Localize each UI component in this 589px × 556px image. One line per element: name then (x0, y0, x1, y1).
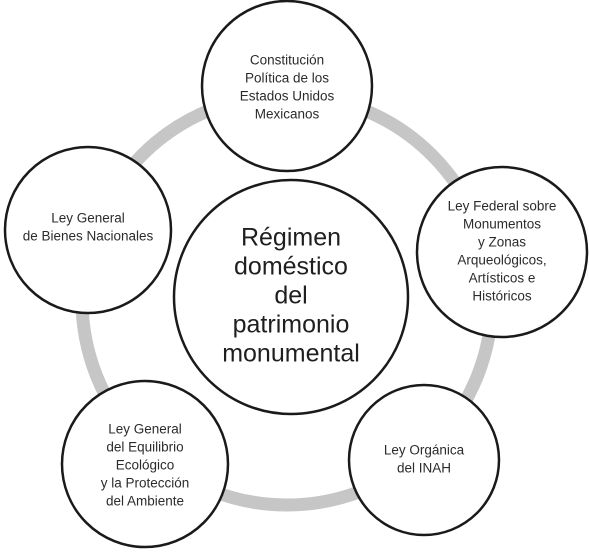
node-label-ley-federal-monumentos-line: Monumentos (463, 217, 541, 232)
node-label-ley-federal-monumentos-line: Históricos (472, 289, 532, 304)
node-label-ley-organica-inah-line: Ley Orgánica (384, 443, 465, 458)
node-label-ley-federal-monumentos-line: Arqueológicos, (457, 253, 546, 268)
center-label-line: monumental (222, 340, 360, 368)
node-label-ley-bienes-nacionales-line: Ley General (51, 211, 125, 226)
node-label-ley-federal-monumentos-line: Ley Federal sobre (448, 199, 557, 214)
center-label-line: Régimen (241, 224, 341, 252)
node-circle-constitucion (200, 0, 374, 173)
node-circle-ley-organica-inah (347, 383, 501, 537)
node-label-ley-organica-inah-line: del INAH (397, 461, 451, 476)
node-circle-ley-federal-monumentos (415, 165, 589, 339)
node-label-ley-bienes-nacionales-line: de Bienes Nacionales (23, 229, 154, 244)
node-label-ley-organica-inah: Ley Orgánica del INAH (384, 443, 465, 476)
center-circle (172, 178, 410, 416)
node-label-ley-equilibrio-ecologico-line: y la Protección (101, 476, 190, 491)
center-label-line: doméstico (234, 253, 348, 281)
node-label-constitucion-line: Constitución (250, 53, 324, 68)
node-label-ley-equilibrio-ecologico-line: Ecológico (116, 458, 175, 473)
node-label-constitucion-line: Política de los (245, 71, 329, 86)
node-ley-bienes-nacionales: Ley General de Bienes Nacionales (3, 145, 173, 315)
node-label-ley-equilibrio-ecologico-line: del Ambiente (106, 494, 184, 509)
center-label-line: patrimonio (233, 311, 350, 339)
node-label-constitucion-line: Mexicanos (255, 107, 320, 122)
node-label-constitucion-line: Estados Unidos (240, 89, 335, 104)
node-circle-ley-equilibrio-ecologico (60, 379, 230, 549)
node-label-ley-equilibrio-ecologico-line: del Equilibrio (106, 440, 183, 455)
node-label-ley-federal-monumentos-line: y Zonas (478, 235, 526, 250)
node-label-ley-equilibrio-ecologico-line: Ley General (108, 422, 182, 437)
node-circle-ley-bienes-nacionales (3, 145, 173, 315)
center-label-line: del (274, 282, 307, 310)
node-ley-organica-inah: Ley Orgánica del INAH (347, 383, 501, 537)
node-label-ley-bienes-nacionales: Ley General de Bienes Nacionales (23, 211, 154, 244)
node-label-ley-federal-monumentos-line: Artísticos e (469, 271, 536, 286)
